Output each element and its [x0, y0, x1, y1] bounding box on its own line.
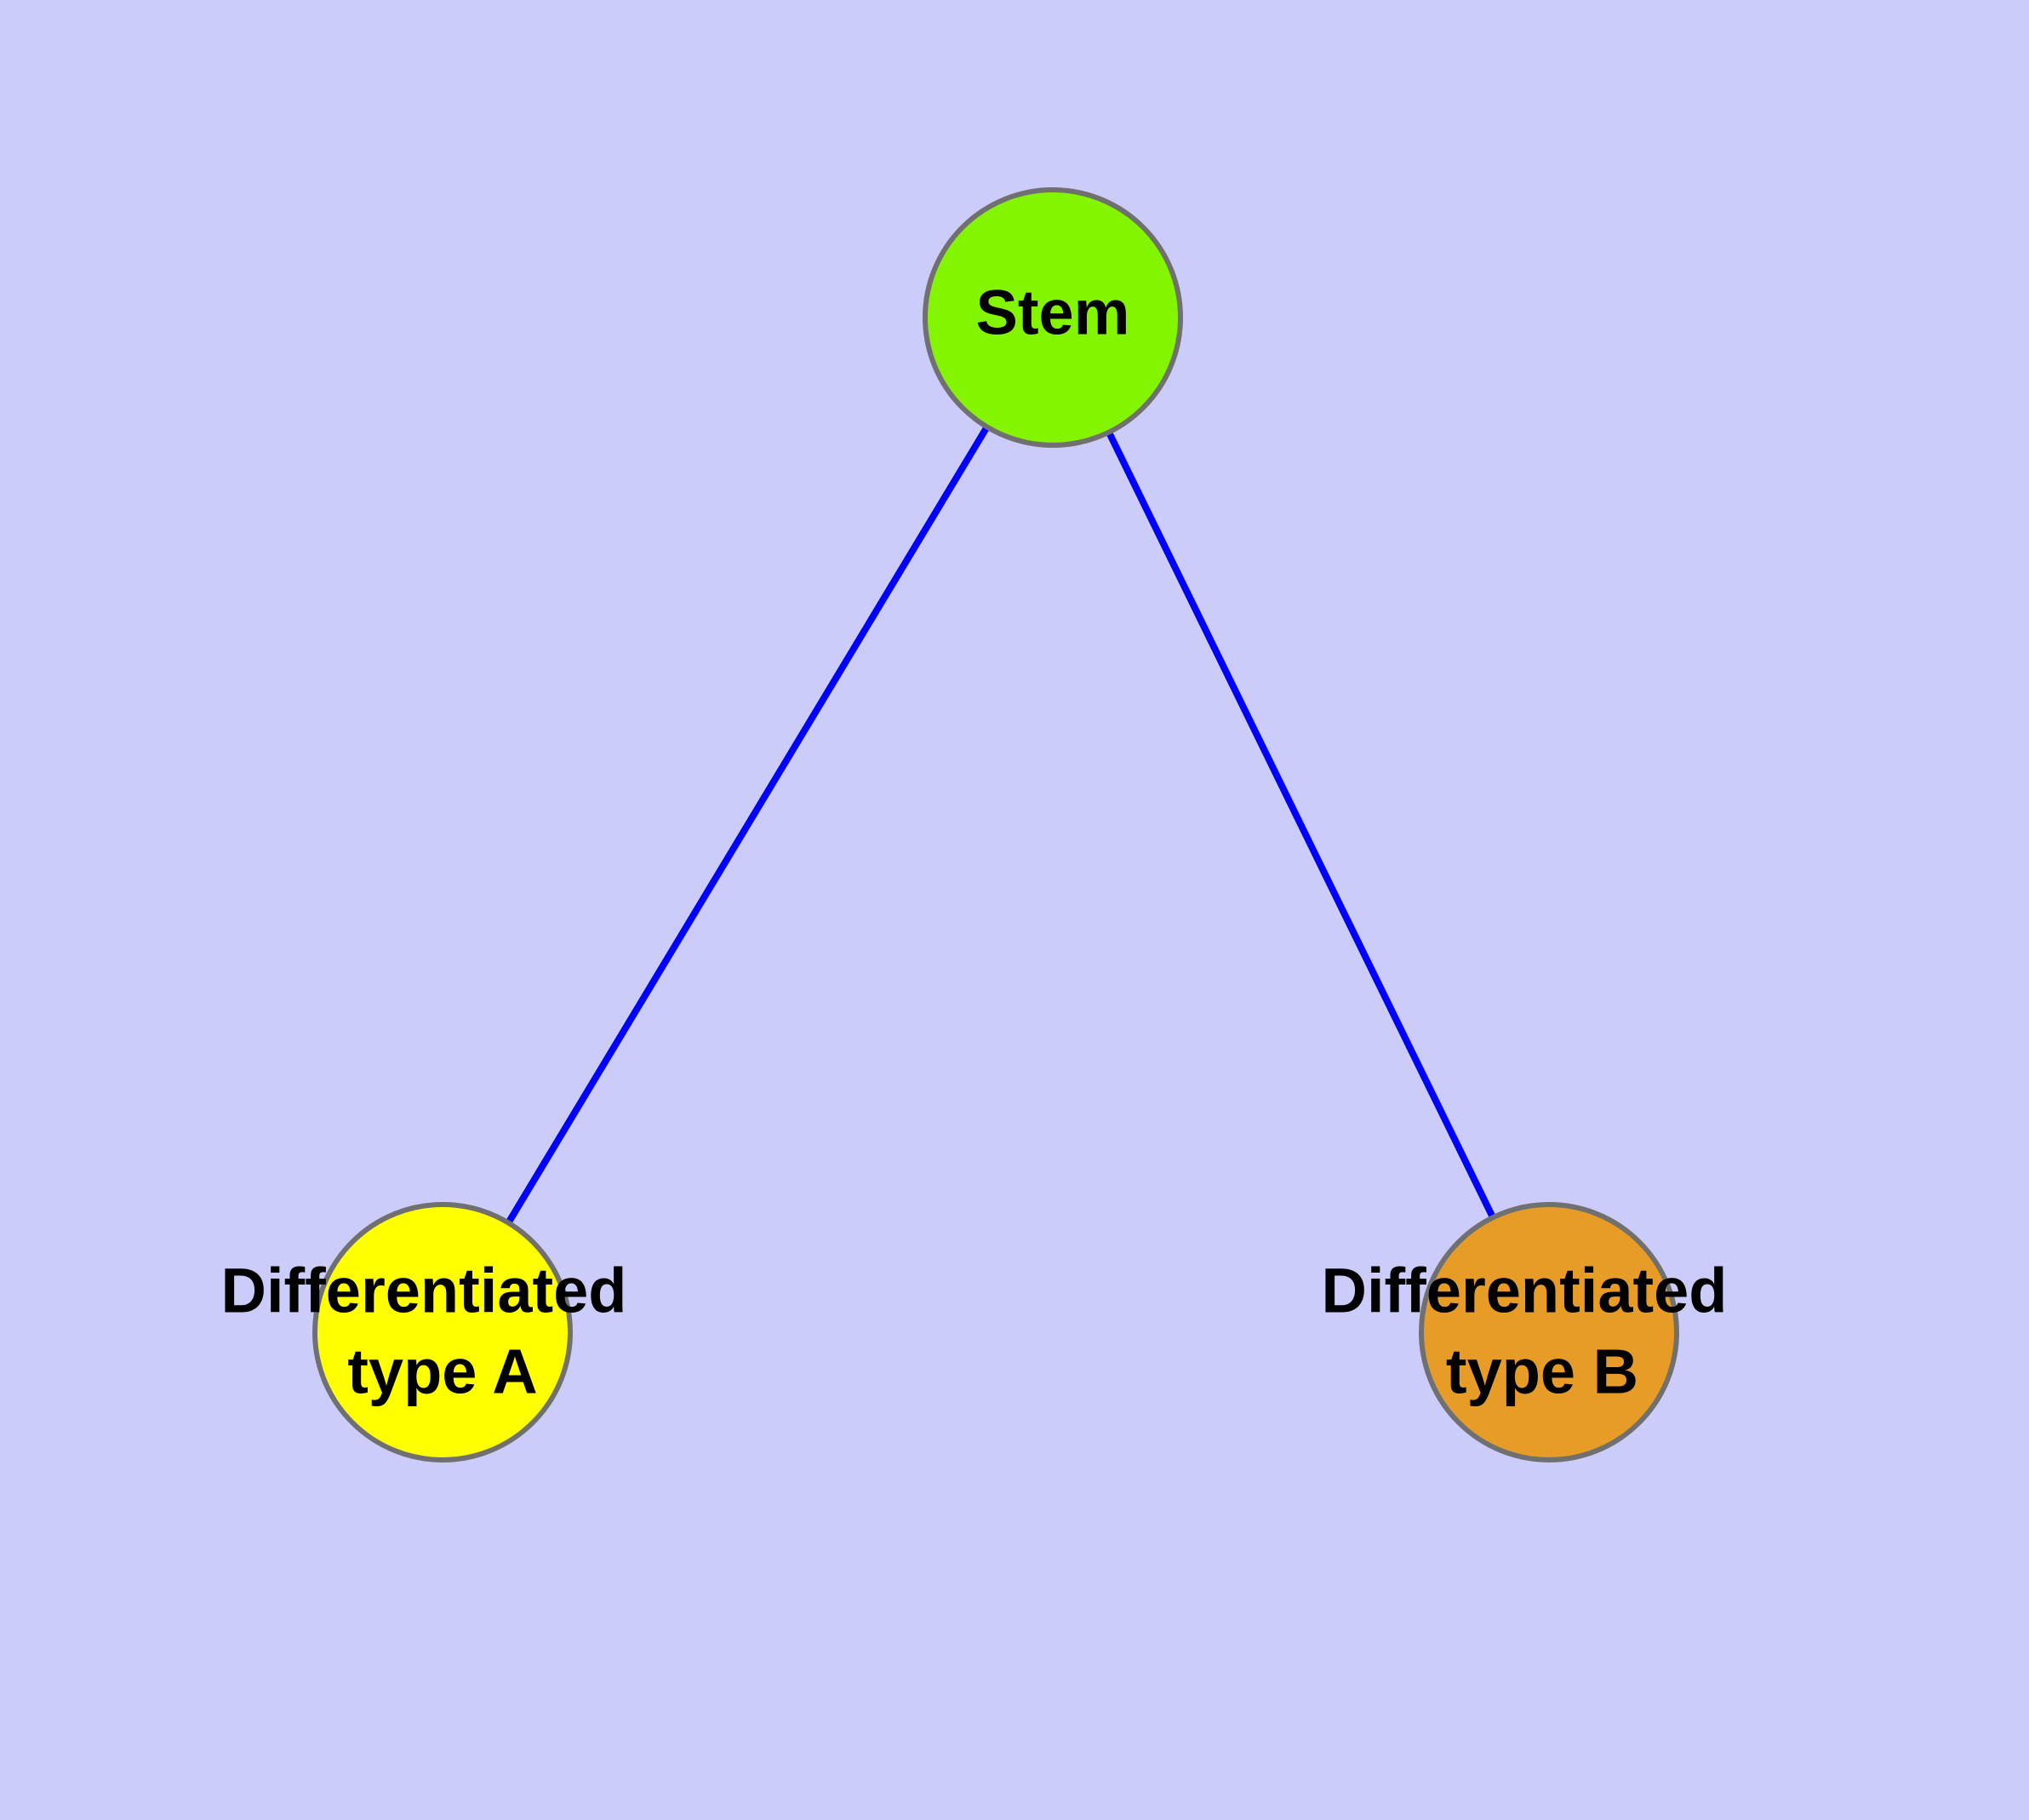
- node-differentiated-type-b[interactable]: [1419, 1202, 1679, 1462]
- node-circle-differentiated-type-b[interactable]: [1419, 1202, 1679, 1462]
- node-stem[interactable]: [923, 187, 1183, 448]
- node-label-differentiated-type-b-line1: Differentiated: [1322, 1256, 1728, 1326]
- node-label-stem: Stem: [976, 278, 1130, 348]
- node-label-differentiated-type-a-line1: Differentiated: [221, 1256, 627, 1326]
- labels-layer: Stem Differentiated type A Differentiate…: [221, 278, 1728, 1407]
- node-differentiated-type-a[interactable]: [312, 1202, 573, 1462]
- nodes-layer: [312, 187, 1679, 1462]
- node-circle-stem[interactable]: [923, 187, 1183, 448]
- node-circle-differentiated-type-a[interactable]: [312, 1202, 573, 1462]
- edge-stem-to-differentiated-type-a[interactable]: [439, 315, 1056, 1335]
- node-label-differentiated-type-b-line2: type B: [1446, 1336, 1638, 1407]
- node-label-differentiated-type-a-line2: type A: [347, 1336, 537, 1407]
- edges-layer: [439, 315, 1552, 1335]
- edge-stem-to-differentiated-type-b[interactable]: [1049, 316, 1552, 1334]
